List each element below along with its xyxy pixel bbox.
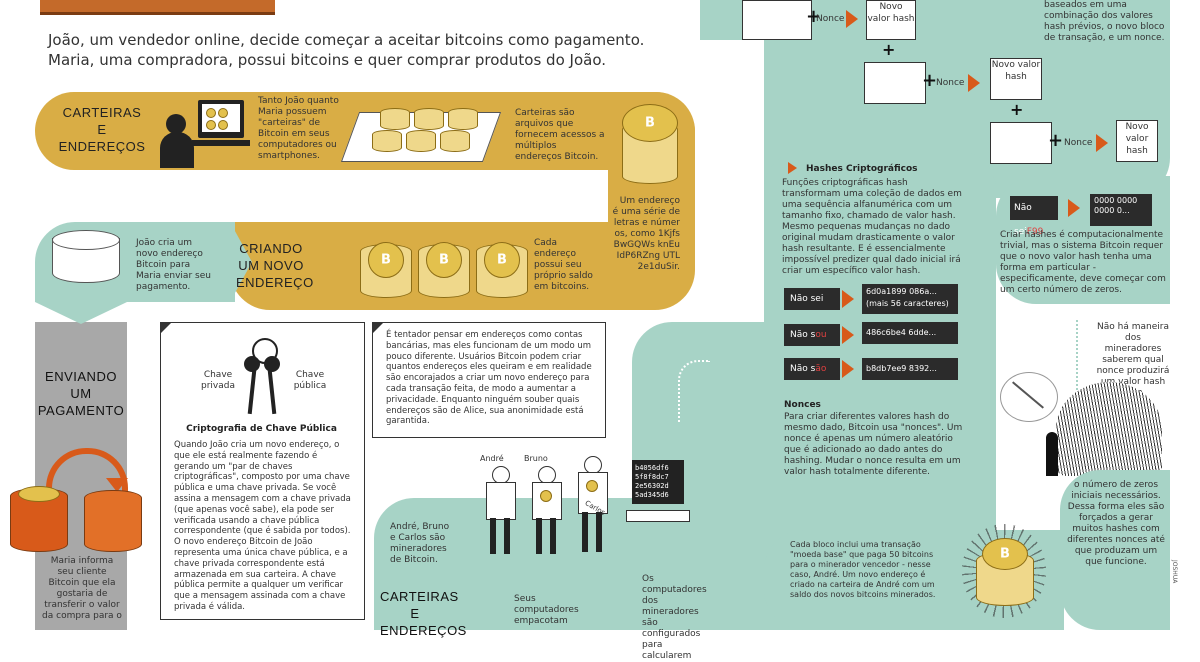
arrow-3 — [1096, 134, 1108, 152]
plus-down-1: + — [882, 40, 896, 59]
label-public-key: Chave pública — [293, 370, 327, 391]
nonce-label-2: Nonce — [936, 78, 965, 88]
nonce-label-3: Nonce — [1064, 138, 1093, 148]
top-banner-edge — [40, 0, 275, 15]
mined-coin-stack: B — [962, 524, 1046, 618]
carteiras-text-1: Tanto João quanto Maria possuem "carteir… — [258, 96, 339, 161]
hash-input-3: Não são — [784, 358, 840, 380]
keys-icon — [232, 330, 292, 420]
hash-arrow-1 — [842, 290, 854, 308]
heading-criando: CRIANDO UM NOVO ENDEREÇO — [236, 241, 314, 290]
zeros-output: 0000 0000 0000 0... — [1090, 194, 1152, 226]
miner-at-haystack — [1046, 432, 1058, 476]
miners-illustration: André Bruno Carlos — [468, 448, 648, 558]
mineradores-text-2: Seus computadores empacotam — [514, 594, 579, 626]
plus-down-2: + — [1010, 100, 1024, 119]
novo-hash-3: Novo valor hash — [1116, 120, 1158, 162]
hashes-bullet — [788, 162, 797, 174]
coin-stack-large: B — [622, 100, 678, 184]
criando-text-1: João cria um novo endereço Bitcoin para … — [136, 238, 211, 292]
hash-arrow-2 — [842, 326, 854, 344]
dotted-path — [1076, 320, 1098, 390]
enviando-arrow-top — [35, 302, 127, 324]
moeda-base-text: Cada bloco inclui uma transação "moeda b… — [790, 540, 936, 599]
hash-output-2: 486c6be4 6dde... — [862, 322, 958, 344]
intro-line-2: Maria, uma compradora, possui bitcoins e… — [48, 51, 606, 69]
plus-3: + — [1048, 130, 1064, 151]
mineradores-text: André, Bruno e Carlos são mineradores de… — [390, 522, 450, 565]
empty-cylinder — [48, 228, 128, 292]
nonce-chain-text: baseados em uma combinação dos valores h… — [1044, 0, 1165, 43]
nonces-text: Para criar diferentes valores hash do me… — [784, 412, 963, 477]
criptografia-title: Criptografia de Chave Pública — [186, 424, 337, 434]
hash-output-1: 6d0a1899 086a... (mais 56 caracteres) — [862, 284, 958, 314]
plus-2: + — [922, 70, 938, 91]
criptografia-text: Quando João cria um novo endereço, o que… — [174, 440, 351, 612]
intro-line-1: João, um vendedor online, decide começar… — [48, 31, 645, 49]
haystack — [1056, 382, 1162, 476]
enviando-text: Maria informa seu cliente Bitcoin que el… — [42, 556, 122, 621]
criando-arrow-tip — [230, 222, 252, 302]
heading-carteiras-2: CARTEIRAS E ENDEREÇOS — [380, 589, 467, 638]
tentador-text: É tentador pensar em endereços como cont… — [386, 330, 592, 427]
label-private-key: Chave privada — [201, 370, 235, 391]
miner-name-bruno: Bruno — [524, 454, 548, 463]
zeros-input: Não seiF99 — [1010, 196, 1058, 237]
tentador-panel — [372, 322, 606, 438]
nonces-title: Nonces — [784, 400, 821, 410]
tentador-corner — [372, 322, 384, 334]
zeros-arrow — [1068, 199, 1080, 217]
three-coin-stacks: B B B — [360, 236, 536, 298]
hash-output-3: b8db7ee9 8392... — [862, 358, 958, 380]
carteiras-text-3: Um endereço é uma série de letras e núme… — [612, 196, 680, 272]
hash-input-1: Não sei — [784, 288, 840, 310]
carteiras-text-2: Carteiras são arquivos que fornecem aces… — [515, 108, 605, 162]
heading-carteiras: CARTEIRAS E ENDEREÇOS — [58, 105, 146, 154]
band-bottom-right — [1060, 470, 1170, 630]
arrow-2 — [968, 74, 980, 92]
hash-arrow-3 — [842, 360, 854, 378]
nonce-label-1: Nonce — [816, 14, 845, 24]
block-cube-2 — [864, 62, 926, 104]
criptografia-corner — [160, 322, 172, 334]
novo-hash-2: Novo valor hash — [990, 58, 1042, 100]
arrow-1 — [846, 10, 858, 28]
credit-vertical: JOSHUA — [1171, 560, 1178, 584]
zeros-text: Criar hashes é computacionalmente trivia… — [1000, 230, 1166, 295]
dotted-bubble-left — [678, 360, 710, 422]
miner-computer: b4056df6 5f8f8dc7 2e56302d 5ad345d6 — [626, 460, 692, 532]
person-at-computer — [160, 96, 250, 168]
band-mineradores — [374, 498, 632, 630]
plus-1: + — [806, 6, 822, 27]
heading-enviando: ENVIANDO UM PAGAMENTO — [37, 369, 125, 418]
block-cube-3 — [990, 122, 1052, 164]
hashes-text: Funções criptográficas hash transformam … — [782, 178, 962, 276]
miner-name-andre: André — [480, 454, 504, 463]
mineradores-text-3: Os computadores dos mineradores são conf… — [642, 574, 707, 661]
criando-text-2: Cada endereço possui seu próprio saldo e… — [534, 238, 593, 292]
orange-transfer — [8, 440, 158, 560]
block-cube-1 — [742, 0, 812, 40]
mineracao-text-2: o número de zeros iniciais necessários. … — [1067, 480, 1165, 567]
hashes-title: Hashes Criptográficos — [806, 164, 918, 174]
intro-text: João, um vendedor online, decide começar… — [48, 30, 688, 70]
criptografia-panel — [160, 322, 365, 620]
wallet-box-coins — [340, 98, 510, 166]
novo-hash-1: Novo valor hash — [866, 0, 916, 40]
hash-input-2: Não sou — [784, 324, 840, 346]
